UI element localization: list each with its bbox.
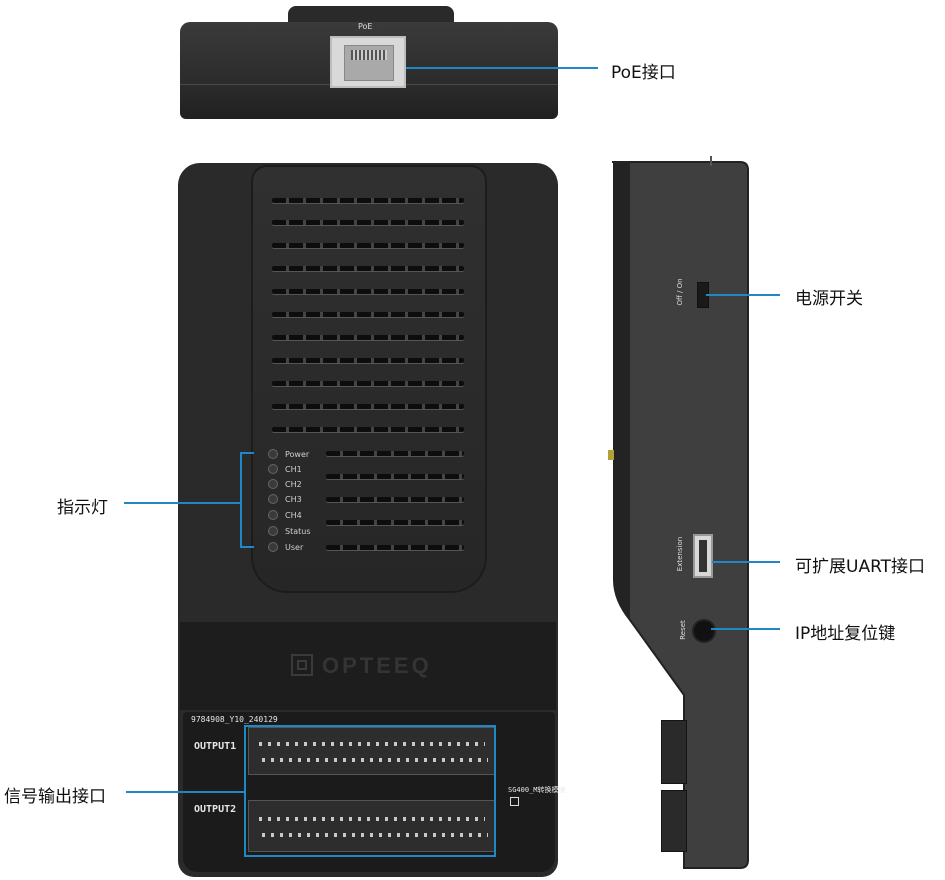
brand-band [180,622,556,710]
reset-callout-line [711,628,780,630]
callout-signal: 信号输出接口 [4,787,106,807]
output2-label: OUTPUT2 [194,804,237,815]
poe-port[interactable] [330,36,406,88]
vent-slot [272,381,464,386]
vent-slot [272,427,464,432]
extension-label: Extension [676,536,684,572]
extension-port[interactable] [693,534,713,578]
vent-slot [272,312,464,317]
vent-slot [326,474,464,479]
vent-slot [272,198,464,203]
led-ch1: CH1 [268,462,302,476]
led-dot-icon [268,464,278,474]
vent-slot [272,266,464,271]
rj45-socket [344,45,394,81]
led-dot-icon [268,542,278,552]
callout-poe: PoE接口 [611,63,676,83]
led-label: CH1 [285,464,302,474]
side-connector-tab [661,720,687,784]
led-label: CH4 [285,510,302,520]
poe-port-label: PoE [358,22,373,31]
callout-indicators: 指示灯 [57,498,108,518]
led-ch2: CH2 [268,477,302,491]
module-logo-icon [510,797,519,806]
signal-output-highlight [244,725,496,857]
vent-slot [326,497,464,502]
reset-button[interactable] [692,619,716,643]
callout-reset: IP地址复位键 [795,624,896,644]
poe-callout-line [406,67,598,69]
callout-uart: 可扩展UART接口 [795,557,926,577]
side-view-device [608,156,749,869]
led-ch3: CH3 [268,492,302,506]
callout-power-switch: 电源开关 [795,289,863,309]
brand-logo-icon [291,654,313,676]
led-dot-icon [268,510,278,520]
vent-slot [326,520,464,525]
uart-callout-line [712,561,780,563]
vent-slot [272,404,464,409]
vent-slot [272,335,464,340]
module-label: SG400_M转换模块 [508,786,566,794]
output1-label: OUTPUT1 [194,741,237,752]
led-label: CH2 [285,479,302,489]
led-dot-icon [268,526,278,536]
led-dot-icon [268,494,278,504]
led-power: Power [268,447,309,461]
led-status: Status [268,524,311,538]
led-dot-icon [268,479,278,489]
vent-slot [272,289,464,294]
led-ch4: CH4 [268,508,302,522]
led-label: CH3 [285,494,302,504]
led-label: User [285,542,304,552]
signal-callout-line [126,791,246,793]
brand-name: OPTEEQ [322,653,432,678]
vent-slot [272,243,464,248]
vent-slot [326,451,464,456]
output2-connector[interactable] [248,800,496,852]
indicator-callout-line [124,502,242,504]
led-label: Status [285,526,311,536]
output1-connector[interactable] [248,727,496,775]
reset-label: Reset [679,620,687,640]
top-view-device: PoE [180,6,558,119]
switch-label: Off / On [676,278,684,306]
vent-slot [272,358,464,363]
indicator-bracket [240,452,254,548]
led-user: User [268,540,303,554]
vent-slot [326,545,464,550]
serial-number: 9784908_Y10_240129 [191,715,278,724]
led-dot-icon [268,449,278,459]
vent-slot [272,220,464,225]
side-connector-tab [661,790,687,852]
switch-callout-line [706,294,780,296]
led-label: Power [285,449,310,459]
